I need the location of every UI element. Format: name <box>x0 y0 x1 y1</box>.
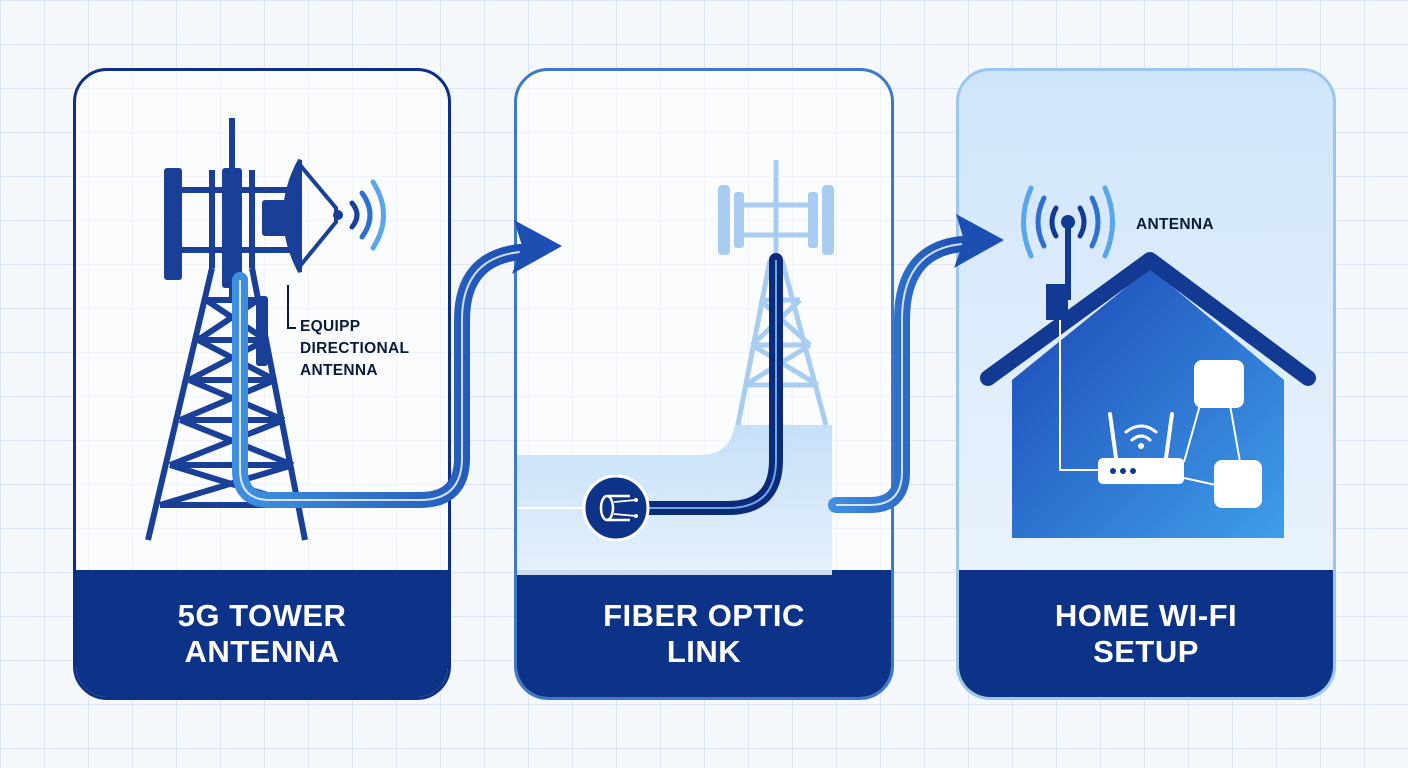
panel-fiber-optic-title-line1: FIBER OPTIC <box>603 597 805 633</box>
callout-line-1: EQUIPP <box>300 318 361 335</box>
callout-line-2: DIRECTIONAL <box>300 340 410 357</box>
flow-arrow-1 <box>512 220 562 274</box>
ground-terrain <box>517 425 832 575</box>
panel-5g-tower: 5G TOWER ANTENNA <box>73 68 451 700</box>
mesh-link-lines <box>1183 404 1241 486</box>
home-antenna-callout: ANTENNA <box>1136 214 1214 236</box>
panel-fiber-optic-title-line2: LINK <box>666 633 742 669</box>
roof-antenna-icon <box>1021 185 1115 300</box>
panel-home-wifi-title-line2: SETUP <box>1093 633 1199 669</box>
antenna-feed-line <box>1059 320 1098 471</box>
callout-line-3: ANTENNA <box>300 362 378 379</box>
home-antenna-label: ANTENNA <box>1136 216 1214 233</box>
panel-antenna-icons <box>164 168 292 366</box>
signal-cable-2 <box>828 236 970 513</box>
panel-fiber-optic-footer: FIBER OPTIC LINK <box>517 570 891 697</box>
panel-5g-tower-title-line1: 5G TOWER <box>177 597 347 633</box>
wifi-router-icon <box>1098 412 1184 484</box>
fiber-antenna-icons <box>718 185 834 255</box>
panel-home-wifi-footer: HOME WI-FI SETUP <box>959 570 1333 697</box>
panel-fiber-optic: FIBER OPTIC LINK <box>514 68 894 700</box>
tower-antenna-callout: EQUIPP DIRECTIONAL ANTENNA <box>300 316 409 382</box>
panel-home-wifi-title-line1: HOME WI-FI <box>1054 597 1238 633</box>
satellite-dish-icon <box>283 159 343 273</box>
mesh-node-icons <box>1194 360 1262 508</box>
panel-5g-tower-title-line2: ANTENNA <box>184 633 340 669</box>
fiber-connector-icon <box>582 474 650 542</box>
callout-pointer <box>287 285 296 329</box>
flow-arrow-2 <box>954 214 1004 268</box>
panel-5g-tower-footer: 5G TOWER ANTENNA <box>76 570 448 697</box>
signal-waves-icon <box>349 179 386 251</box>
